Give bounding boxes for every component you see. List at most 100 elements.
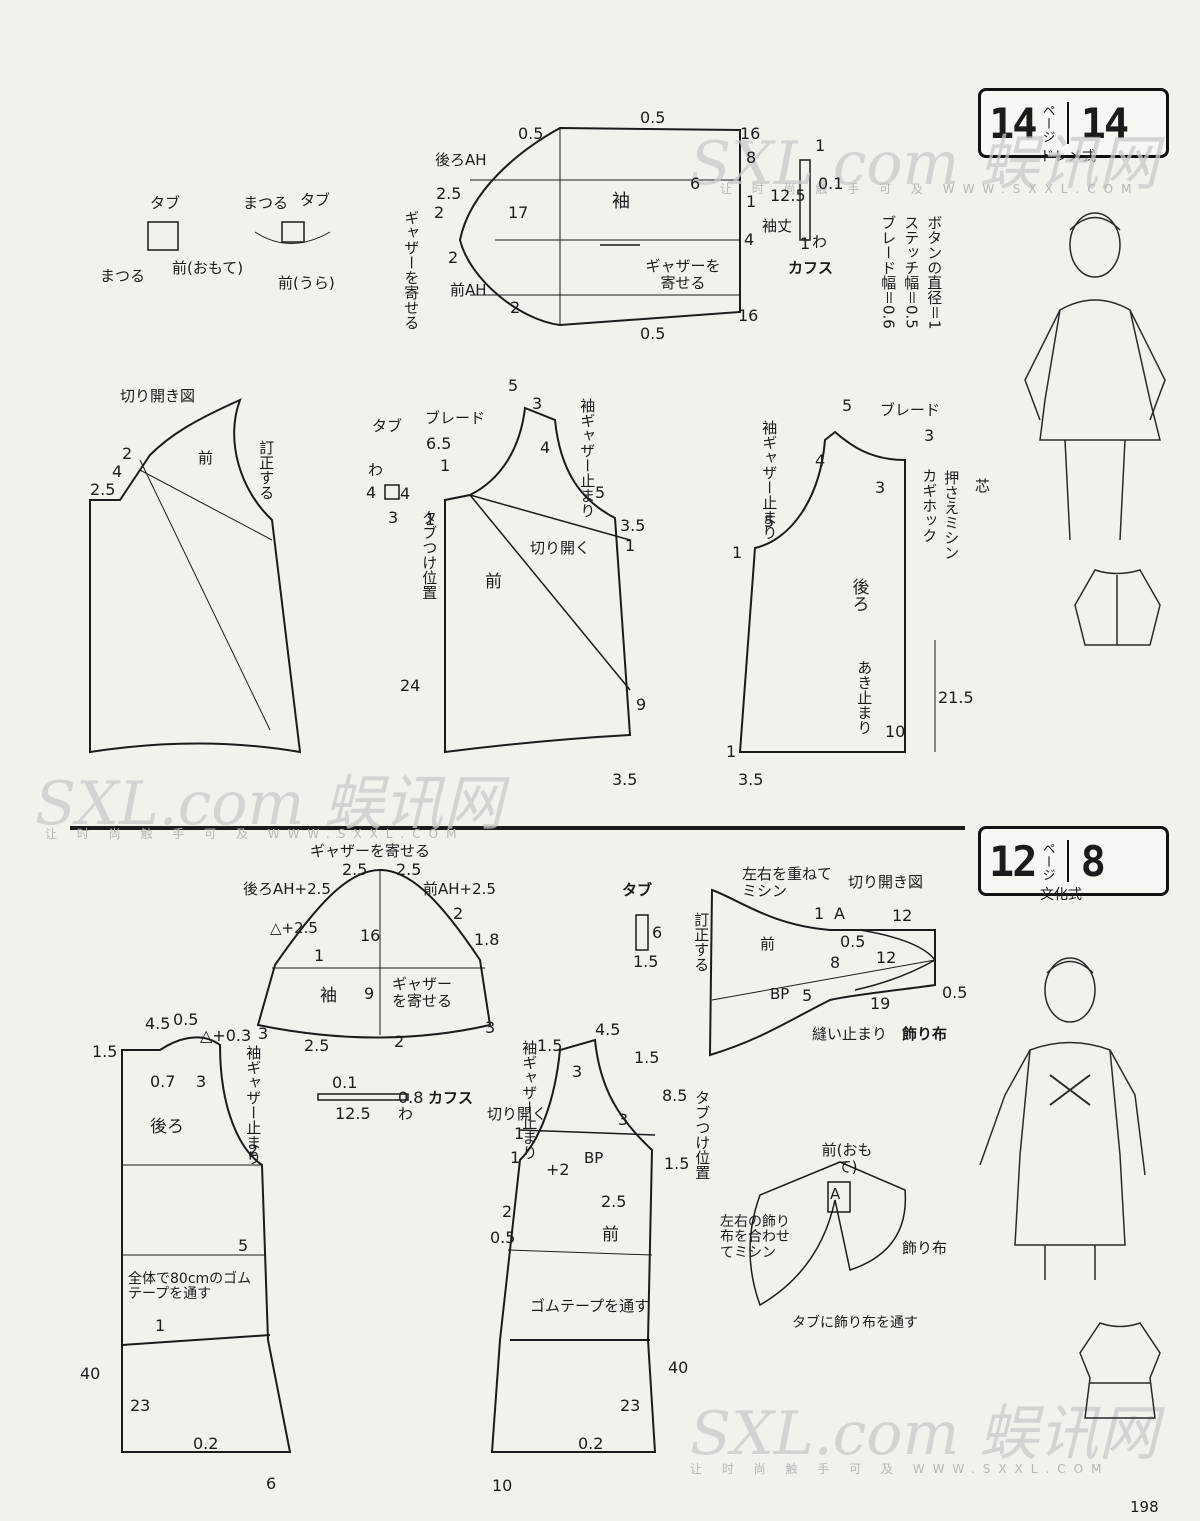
top-front-cut-open: 切り開く: [530, 539, 591, 557]
bottom-front-num-10: 0.5: [490, 1228, 516, 1247]
top-sleeve-outline: [458, 126, 741, 327]
top-front-num-9: 24: [400, 676, 421, 695]
top-sleeve-back-ah: 後ろAH: [435, 151, 487, 169]
top-front-num-0: 5: [508, 376, 519, 395]
top-back-title: 後ろ: [848, 578, 869, 612]
watermark-mid-sub: 让 时 尚 触 手 可 及 WWW.SXXL.COM: [45, 827, 465, 841]
bottom-slash-num-3: 12: [892, 906, 913, 925]
watermark-top-sub: 让 时 尚 触 手 可 及 WWW.SXXL.COM: [720, 182, 1140, 196]
tab-detail-tab1: タブ: [150, 194, 181, 212]
bottom-slash-overlap: 左右を重ねてミシン: [742, 865, 833, 900]
page-number: 198: [1130, 1498, 1159, 1516]
bottom-front-num-0: 4.5: [595, 1020, 621, 1039]
tie-a: A: [830, 1185, 841, 1203]
top-badge-number: 14: [1080, 98, 1130, 148]
bottom-front-num-1: 1.5: [537, 1036, 563, 1055]
bottom-front-num-4: 8.5: [662, 1086, 688, 1105]
top-front-num-1: 3: [532, 394, 543, 413]
top-back-num-7: 10: [885, 722, 906, 741]
bottom-cuffs-num-1: 0.8: [398, 1088, 424, 1107]
tunic-back-view-bottom: [1070, 1318, 1170, 1423]
top-sleeve-gather-center: ギャザーを寄せる: [645, 257, 721, 292]
top-front-outline: [444, 406, 632, 754]
tunic-illustration-bottom: [975, 945, 1155, 1280]
bottom-back-num-7: 5: [238, 1236, 249, 1255]
top-front-tab-position: タブつけ位置: [420, 510, 439, 600]
top-cuffs-num-1: 0.1: [818, 174, 844, 193]
tie-deco-cloth: 飾り布: [902, 1239, 948, 1257]
note-stitch: ステッチ幅＝0.5: [902, 215, 921, 329]
bottom-badge-suffix: ページ: [1039, 841, 1055, 881]
top-sleeve-title: 袖: [612, 191, 630, 212]
tie-pass-through: タブに飾り布を通す: [792, 1315, 918, 1331]
bottom-front-num-14: 0.2: [578, 1434, 604, 1453]
bottom-front-bp: BP: [584, 1149, 604, 1167]
bottom-cuffs: [317, 1093, 409, 1101]
bottom-back-num-1: 0.5: [173, 1010, 199, 1029]
top-front-num-12: 4: [400, 484, 411, 503]
bottom-back-outline: [121, 1036, 292, 1453]
bottom-sleeve-num-8: 2.5: [304, 1036, 330, 1055]
top-sleeve-num-9: 17: [508, 203, 529, 222]
top-badge-suffix: ページ: [1039, 103, 1055, 143]
top-front-num-14: 1: [440, 456, 451, 475]
top-front-num-11: 3.5: [612, 770, 638, 789]
bottom-slash-deco-cloth: 飾り布: [902, 1025, 948, 1043]
top-cuffs-num-0: 1: [815, 136, 826, 155]
top-tab-square: [384, 484, 400, 500]
top-back-interfacing: 芯: [975, 477, 991, 495]
bottom-sleeve-gather-center: ギャザーを寄せる: [392, 975, 453, 1010]
bottom-slash-num-8: 0.5: [942, 983, 968, 1002]
tab-detail-matsuru2: まつる: [243, 194, 289, 212]
bottom-back-num-3: 1.5: [92, 1042, 118, 1061]
top-sleeve-num-7: 2.5: [436, 184, 462, 203]
bottom-front-num-13: 23: [620, 1396, 641, 1415]
top-slash-title: 切り開き図: [120, 387, 196, 405]
blouse-illustration-top: [1000, 200, 1175, 545]
bottom-slash-num-0: 1: [814, 904, 825, 923]
tab-detail-matsuru1: まつる: [100, 267, 146, 285]
bottom-back-num-5: 3: [196, 1072, 207, 1091]
bottom-slash-correct: 訂正する: [692, 912, 711, 972]
bottom-back-num-11: 0.2: [193, 1434, 219, 1453]
bottom-sleeve-front-ah: 前AH+2.5: [423, 880, 496, 898]
top-back-num-1: 3: [924, 426, 935, 445]
bottom-back-title: 後ろ: [150, 1117, 184, 1137]
top-sleeve-num-5: 1: [746, 192, 757, 211]
top-cuffs-num-3: 1: [800, 234, 811, 253]
top-cuffs-title: カフス: [788, 259, 834, 277]
top-front-num-5: 5: [595, 483, 606, 502]
bottom-front-title: 前: [602, 1225, 619, 1245]
top-back-sleeve-gather-stop: 袖ギャザー止まり: [760, 420, 779, 540]
bottom-tab-title: タブ: [622, 881, 653, 899]
top-front-tab: タブ: [372, 417, 403, 435]
bottom-back-num-2: △+0.3: [200, 1026, 252, 1045]
tie-front-face: 前(おもて): [821, 1141, 873, 1176]
bottom-back-num-0: 4.5: [145, 1014, 171, 1033]
bottom-sleeve-num-10: 3: [485, 1018, 496, 1037]
top-front-num-13: 3: [388, 508, 399, 527]
bottom-slash-num-6: 5: [802, 986, 813, 1005]
top-sleeve-num-4: 6: [690, 174, 701, 193]
bottom-front-cut-open: 切り開く: [487, 1105, 548, 1123]
top-back-braid: ブレード: [880, 401, 941, 419]
top-sleeve-num-2: 16: [740, 124, 761, 143]
top-front-wa: わ: [368, 461, 384, 479]
top-back-num-3: 3: [875, 478, 886, 497]
tab-detail-front-back: 前(うら): [278, 274, 335, 292]
bottom-slash-front: 前: [760, 935, 776, 953]
bottom-slash-bp: BP: [770, 985, 790, 1003]
bottom-slash-num-1: A: [834, 904, 845, 923]
bottom-sleeve-num-2: 2: [453, 904, 464, 923]
bottom-sleeve-gather-top: ギャザーを寄せる: [310, 842, 431, 860]
top-front-num-4: 4: [366, 483, 377, 502]
bottom-back-num-10: 23: [130, 1396, 151, 1415]
top-back-num-4: 5: [764, 512, 775, 531]
bottom-back-num-12: 6: [266, 1474, 277, 1493]
top-badge-method: ドレメ式: [1040, 149, 1096, 165]
bottom-front-num-9: 2: [502, 1202, 513, 1221]
top-front-num-3: 4: [540, 438, 551, 457]
top-back-num-9: 3.5: [738, 770, 764, 789]
